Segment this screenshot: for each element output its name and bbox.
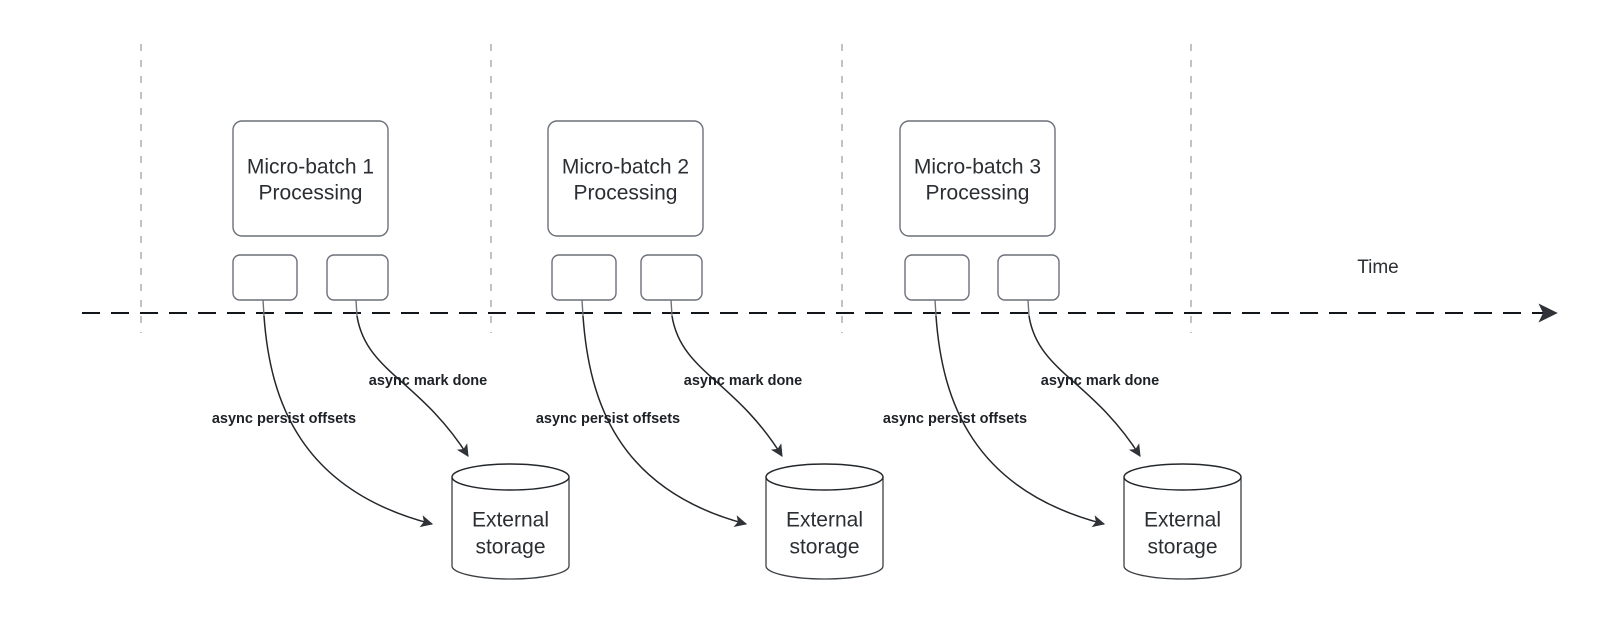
batch-3-task-box-2-stem bbox=[1027, 299, 1030, 317]
batch-2-task-box-2[interactable] bbox=[640, 254, 703, 301]
batch-1-task-box-2[interactable] bbox=[326, 254, 389, 301]
external-storage-3-body bbox=[1123, 476, 1242, 580]
separator-group bbox=[140, 44, 1192, 333]
batch-1-mark-done-label: async mark done bbox=[369, 373, 487, 389]
micro-batch-1-title-line2: Processing bbox=[259, 182, 363, 205]
micro-batch-2-title-line1: Micro-batch 2 bbox=[562, 156, 689, 179]
batch-1-persist-offsets-label: async persist offsets bbox=[212, 411, 356, 427]
batch-3-task-box-1-stem bbox=[934, 299, 937, 317]
external-storage-2-label-line1: External bbox=[786, 509, 863, 532]
batch-1-task-box-1[interactable] bbox=[232, 254, 298, 301]
external-storage-1-label-line1: External bbox=[472, 509, 549, 532]
micro-batch-3-title-line2: Processing bbox=[926, 182, 1030, 205]
batch-2-mark-done-edge bbox=[671, 315, 783, 457]
batch-3-task-box-2[interactable] bbox=[997, 254, 1060, 301]
batch-2-task-box-2-stem bbox=[670, 299, 673, 317]
batch-3-mark-done-edge bbox=[1028, 315, 1141, 457]
external-storage-2-body bbox=[765, 476, 884, 580]
batch-3-task-box-1[interactable] bbox=[904, 254, 970, 301]
external-storage-2-label-line2: storage bbox=[789, 536, 859, 559]
batch-group-2: Micro-batch 2 Processing async persist o… bbox=[536, 120, 884, 580]
batch-group-1: Micro-batch 1 Processing async persist o… bbox=[212, 120, 570, 580]
external-storage-1-body bbox=[451, 476, 570, 580]
external-storage-3-label-line2: storage bbox=[1147, 536, 1217, 559]
micro-batch-3-box[interactable] bbox=[899, 120, 1056, 237]
micro-batch-2-title-line2: Processing bbox=[574, 182, 678, 205]
batch-1-task-box-1-stem bbox=[262, 299, 265, 317]
batch-1-mark-done-edge bbox=[356, 315, 469, 457]
micro-batch-1-box[interactable] bbox=[232, 120, 389, 237]
external-storage-1[interactable]: External storage bbox=[451, 463, 570, 580]
external-storage-3-label-line1: External bbox=[1144, 509, 1221, 532]
batch-3-mark-done-label: async mark done bbox=[1041, 373, 1159, 389]
micro-batch-2-box[interactable] bbox=[547, 120, 704, 237]
micro-batch-3-title-line1: Micro-batch 3 bbox=[914, 156, 1041, 179]
time-axis-label: Time bbox=[1357, 257, 1399, 278]
external-storage-1-top bbox=[451, 463, 570, 491]
batch-2-task-box-1-stem bbox=[581, 299, 584, 317]
batch-3-persist-offsets-edge bbox=[935, 315, 1106, 528]
external-storage-2-top bbox=[765, 463, 884, 491]
batch-1-task-box-2-stem bbox=[355, 299, 358, 317]
batch-1-persist-offsets-edge bbox=[263, 315, 434, 528]
batch-group-3: Micro-batch 3 Processing async persist o… bbox=[883, 120, 1242, 580]
external-storage-1-label-line2: storage bbox=[475, 536, 545, 559]
batch-2-persist-offsets-label: async persist offsets bbox=[536, 411, 680, 427]
external-storage-3-top bbox=[1123, 463, 1242, 491]
batch-2-mark-done-label: async mark done bbox=[684, 373, 802, 389]
batch-3-persist-offsets-label: async persist offsets bbox=[883, 411, 1027, 427]
batch-2-persist-offsets-edge bbox=[582, 315, 748, 527]
external-storage-3[interactable]: External storage bbox=[1123, 463, 1242, 580]
micro-batch-1-title-line1: Micro-batch 1 bbox=[247, 156, 374, 179]
batch-2-task-box-1[interactable] bbox=[551, 254, 617, 301]
timeline-axis: Time bbox=[82, 257, 1558, 323]
external-storage-2[interactable]: External storage bbox=[765, 463, 884, 580]
